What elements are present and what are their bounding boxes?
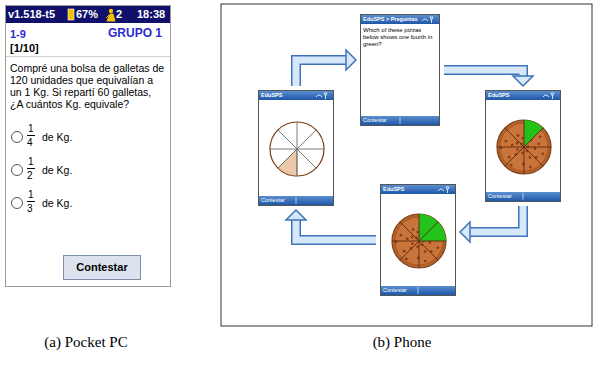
soft-key-divider [418, 287, 419, 294]
option-text: de Kg. [42, 197, 72, 209]
screen-illustration [381, 185, 455, 295]
arrow-outline [296, 219, 376, 240]
arrow-outline [444, 70, 523, 77]
title-bar [259, 91, 333, 100]
fraction-numerator: 1 [27, 189, 35, 202]
green-slice [524, 120, 543, 147]
status-glyphs [316, 93, 327, 99]
option-text: de Kg. [42, 131, 72, 143]
question-counter: [1/10] [10, 42, 39, 55]
arrow-outline [469, 206, 523, 232]
flow-arrow [444, 70, 533, 86]
green-slice [419, 214, 446, 241]
user-icon [106, 9, 115, 21]
title-bar [381, 185, 455, 194]
arrow-head [286, 210, 306, 220]
screen-title: EduSPS > Preguntas [363, 16, 418, 22]
status-glyphs [438, 187, 449, 193]
phone-panel-frame [221, 4, 592, 326]
flow-arrow [286, 210, 376, 240]
status-glyphs [543, 93, 554, 99]
button-label: Contestar [64, 261, 140, 274]
pizza-figure [392, 214, 446, 268]
fraction-denominator: 4 [27, 137, 33, 149]
arrow-head [460, 222, 470, 242]
screen-illustration [486, 91, 560, 201]
flow-arrow [460, 206, 523, 242]
phone-screen: EduSPS Contestar [485, 90, 561, 202]
soft-key-bar [381, 286, 455, 295]
arrow-outline [296, 60, 347, 86]
pizza-figure [497, 120, 551, 174]
title-bar [361, 15, 439, 24]
soft-key-divider [400, 117, 401, 124]
question-text: Compré una bolsa de galletas de 120 unid… [10, 62, 166, 110]
question-text: Which of these pizzas below shows one fo… [363, 27, 435, 48]
panel-caption: (b) Phone [373, 334, 432, 351]
soft-key-label: Contestar [363, 117, 387, 123]
option-text: de Kg. [42, 164, 72, 176]
screen-title: EduSPS [261, 92, 282, 98]
soft-key-bar [361, 116, 439, 125]
phone-screen: EduSPS Contestar [380, 184, 456, 296]
radio-button [12, 198, 23, 209]
version-text: v1.518-t5 [8, 8, 55, 21]
screen-title: EduSPS [488, 92, 509, 98]
screen-title: EduSPS [383, 186, 404, 192]
battery-icon [68, 9, 74, 20]
arrow-head [513, 76, 533, 86]
soft-key-divider [523, 193, 524, 200]
clock-text: 18:38 [137, 8, 165, 21]
title-bar [486, 91, 560, 100]
flow-arrow [296, 50, 356, 86]
panel-caption: (a) Pocket PC [44, 334, 127, 351]
radio-button [12, 165, 23, 176]
header-rule [6, 56, 170, 57]
group-name: GRUPO 1 [108, 27, 162, 41]
fraction-numerator: 1 [27, 156, 35, 169]
pocket-pc-screen: Contestar v1.518-t5 67% 2 18:38 1-9 GRUPO 1 [1/… [5, 5, 171, 287]
soft-key-divider [296, 197, 297, 204]
phone-screen: EduSPS > PreguntasWhich of these pizzas … [360, 14, 440, 126]
arrow-body [296, 219, 376, 240]
fraction-denominator: 2 [27, 170, 33, 182]
fraction-numerator: 1 [27, 123, 35, 136]
battery-text: 67% [76, 8, 98, 21]
arrow-body [296, 60, 347, 86]
soft-key-label: Contestar [383, 287, 407, 293]
answer-button: Contestar [63, 255, 141, 280]
soft-key-bar [259, 196, 333, 205]
user-count: 2 [116, 8, 122, 21]
arrow-head [346, 50, 356, 70]
screen-illustration [259, 91, 333, 205]
phone-screen: EduSPS Contestar [258, 90, 334, 206]
item-range: 1-9 [10, 28, 26, 41]
arrow-body [444, 70, 523, 77]
arrow-body [469, 206, 523, 232]
soft-key-label: Contestar [261, 197, 285, 203]
status-glyphs [422, 17, 433, 23]
pizza-figure [270, 122, 324, 176]
fraction-denominator: 3 [27, 203, 33, 215]
radio-button [12, 132, 23, 143]
soft-key-bar [486, 192, 560, 201]
soft-key-label: Contestar [488, 193, 512, 199]
